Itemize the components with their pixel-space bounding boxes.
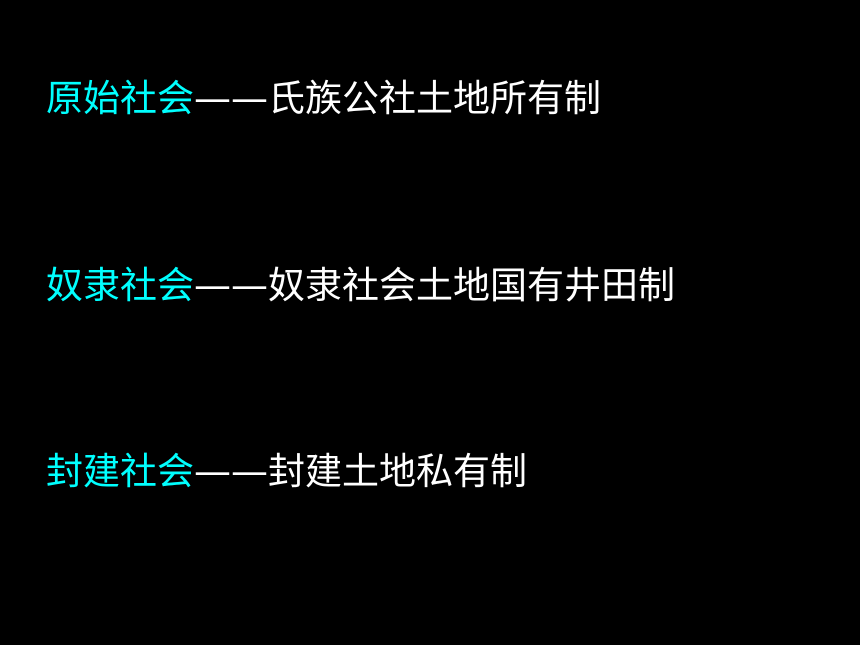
era-label: 奴隶社会 bbox=[46, 264, 194, 307]
era-label: 原始社会 bbox=[46, 77, 194, 120]
era-label: 封建社会 bbox=[46, 450, 194, 493]
text-line-feudal-society: 封建社会——封建土地私有制 bbox=[46, 450, 527, 494]
land-system-label: ——氏族公社土地所有制 bbox=[194, 77, 601, 120]
text-line-primitive-society: 原始社会——氏族公社土地所有制 bbox=[46, 77, 601, 121]
text-line-slave-society: 奴隶社会——奴隶社会土地国有井田制 bbox=[46, 264, 675, 308]
land-system-label: ——奴隶社会土地国有井田制 bbox=[194, 264, 675, 307]
land-system-label: ——封建土地私有制 bbox=[194, 450, 527, 493]
